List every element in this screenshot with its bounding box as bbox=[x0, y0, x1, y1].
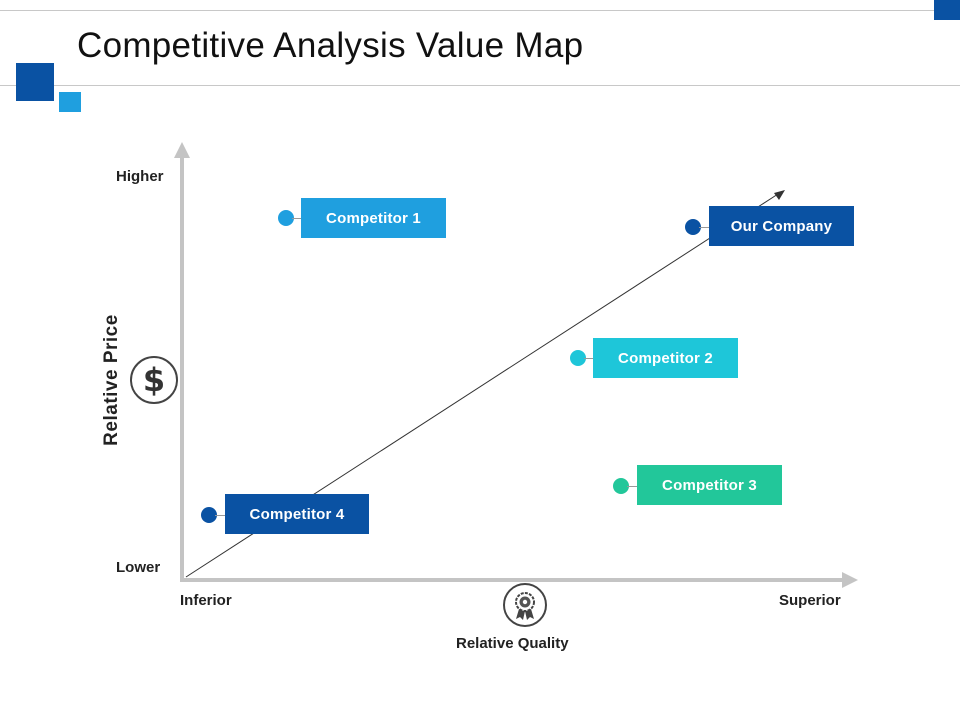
top-divider bbox=[0, 10, 960, 11]
competitor-3-label: Competitor 3 bbox=[637, 465, 782, 505]
dollar-icon: $ bbox=[130, 356, 178, 404]
competitor-1-label: Competitor 1 bbox=[301, 198, 446, 238]
competitor-3-dot bbox=[613, 478, 629, 494]
y-axis-arrowhead bbox=[174, 142, 190, 158]
competitor-2-dot bbox=[570, 350, 586, 366]
competitor-1-connector bbox=[292, 218, 301, 219]
our-company-dot bbox=[685, 219, 701, 235]
competitor-2-label: Competitor 2 bbox=[593, 338, 738, 378]
competitor-4-label: Competitor 4 bbox=[225, 494, 369, 534]
decor-square-large bbox=[16, 63, 54, 101]
competitor-4-dot bbox=[201, 507, 217, 523]
x-axis-arrowhead bbox=[842, 572, 858, 588]
x-axis-high-label: Superior bbox=[779, 592, 841, 609]
y-axis-high-label: Higher bbox=[116, 168, 164, 185]
award-ribbon-icon bbox=[503, 583, 547, 627]
y-axis-low-label: Lower bbox=[116, 559, 161, 576]
dollar-glyph: $ bbox=[142, 361, 166, 399]
competitor-2-connector bbox=[584, 358, 593, 359]
value-line-arrowhead bbox=[774, 190, 785, 200]
page-title: Competitive Analysis Value Map bbox=[77, 26, 584, 65]
our-company-connector bbox=[699, 227, 709, 228]
x-axis-title: Relative Quality bbox=[456, 635, 569, 652]
header-divider bbox=[0, 85, 960, 86]
competitor-4-connector bbox=[215, 515, 225, 516]
decor-square-small bbox=[59, 92, 81, 112]
competitor-3-connector bbox=[627, 486, 637, 487]
y-axis-title: Relative Price bbox=[101, 314, 122, 446]
our-company-label: Our Company bbox=[709, 206, 854, 246]
x-axis-low-label: Inferior bbox=[180, 592, 232, 609]
decor-corner-square bbox=[934, 0, 960, 20]
competitor-1-dot bbox=[278, 210, 294, 226]
